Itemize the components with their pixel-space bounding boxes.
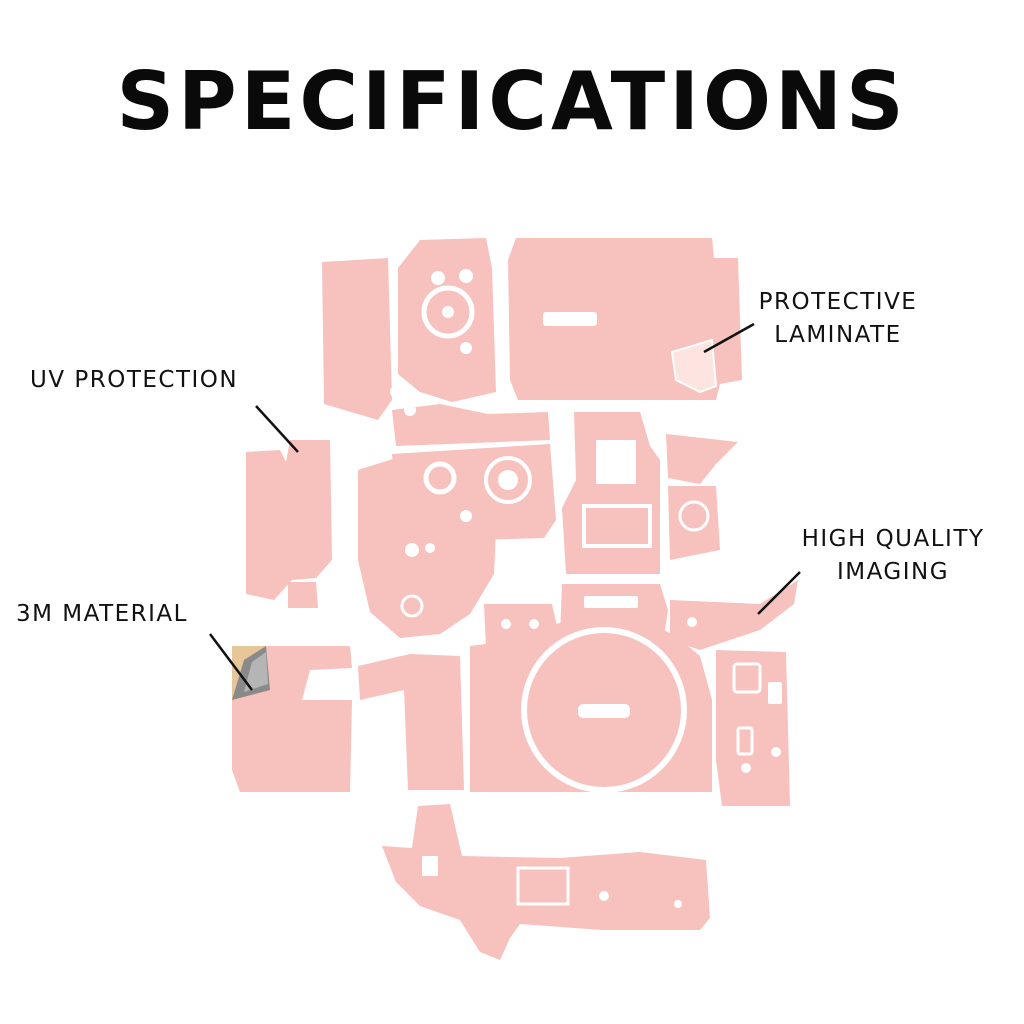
page-title: SPECIFICATIONS <box>116 55 908 148</box>
callout-3m-material: 3M MATERIAL <box>16 598 246 631</box>
skin-piece <box>392 404 550 446</box>
skin-piece <box>288 582 318 608</box>
cutout <box>771 747 781 757</box>
cutout <box>516 866 570 906</box>
cutout <box>578 704 630 718</box>
cutout <box>501 619 511 629</box>
cutout <box>687 617 697 627</box>
skin-piece <box>666 434 738 484</box>
cutout <box>460 510 472 522</box>
cutout <box>732 662 762 694</box>
callout-line: IMAGING <box>836 559 950 585</box>
callout-line: PROTECTIVE <box>758 289 918 315</box>
cutout <box>768 682 782 704</box>
material-corner-swatch <box>232 646 270 702</box>
skin-piece <box>562 412 660 574</box>
skin-piece <box>382 804 710 960</box>
cutout <box>674 900 682 908</box>
cutout <box>521 627 687 793</box>
cutout <box>599 891 609 901</box>
cutout <box>529 619 539 629</box>
cutout <box>459 269 473 283</box>
cutout <box>404 404 416 416</box>
cutout <box>498 470 518 490</box>
cutout <box>584 596 638 608</box>
callout-protective-laminate: PROTECTIVE LAMINATE <box>748 286 928 352</box>
leader-line-uv <box>255 405 299 453</box>
cutout <box>741 763 751 773</box>
skin-piece <box>358 654 464 790</box>
skin-piece <box>398 238 496 402</box>
cutout <box>421 285 475 339</box>
leader-line-material <box>209 633 253 691</box>
cutout <box>582 504 652 548</box>
callout-line: LAMINATE <box>774 322 902 348</box>
leader-line-imaging <box>757 571 801 615</box>
laminate-corner-swatch <box>670 338 718 394</box>
cutout <box>442 306 454 318</box>
cutout <box>484 456 532 504</box>
cutout <box>736 726 754 756</box>
cutout <box>431 271 445 285</box>
cutout <box>460 342 472 354</box>
callout-line: HIGH QUALITY <box>801 526 985 552</box>
callout-high-quality-imaging: HIGH QUALITY IMAGING <box>780 523 1006 589</box>
skin-piece <box>670 580 798 650</box>
skin-piece <box>322 258 392 420</box>
callout-line: UV PROTECTION <box>30 367 239 393</box>
leader-line-laminate <box>703 322 755 354</box>
cutout <box>425 543 435 553</box>
cutout <box>543 312 597 326</box>
callout-line: 3M MATERIAL <box>16 601 188 627</box>
cutout <box>423 461 457 495</box>
skin-piece <box>668 486 720 560</box>
skin-piece <box>246 440 332 600</box>
cutout <box>596 440 636 484</box>
cutout <box>390 386 402 398</box>
cutout <box>678 500 710 532</box>
cutout <box>422 856 438 876</box>
cutout <box>405 543 419 557</box>
callout-uv-protection: UV PROTECTION <box>30 364 295 397</box>
cutout <box>400 594 424 618</box>
